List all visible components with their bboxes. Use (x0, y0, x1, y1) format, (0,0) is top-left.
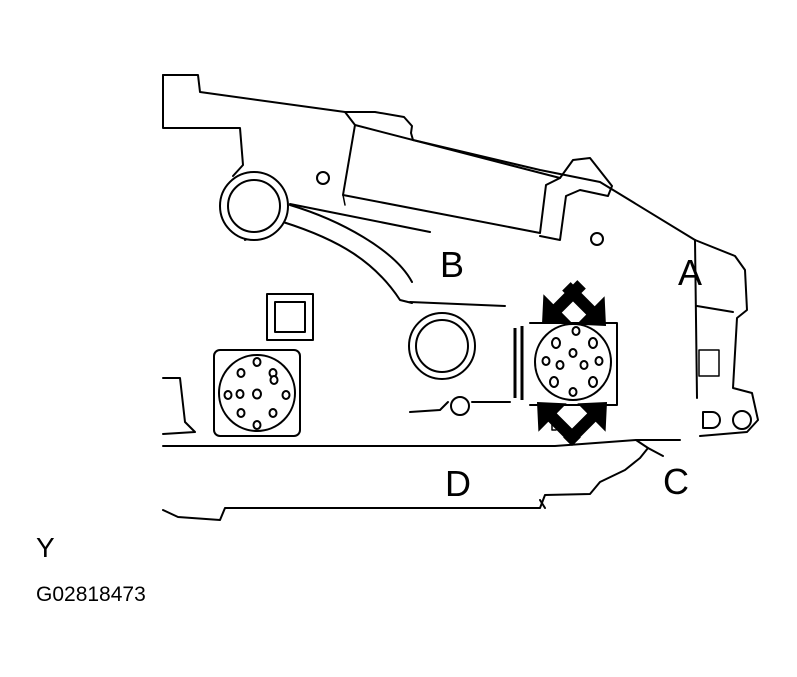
small-hole-right (590, 232, 604, 246)
housing-outline (162, 74, 759, 521)
small-hole-bottom (450, 396, 470, 416)
connector-right (513, 322, 618, 431)
callout-label-a: A (678, 252, 702, 293)
square-socket (266, 293, 314, 341)
large-hole-center (408, 312, 476, 380)
arrow-icon (562, 282, 606, 326)
figure-code: G02818473 (36, 583, 146, 606)
callout-label-d: D (445, 463, 471, 504)
pointer-arrows (537, 280, 607, 446)
view-label: Y (36, 532, 55, 563)
connector-left (213, 349, 301, 437)
callout-label-c: C (663, 461, 689, 502)
small-hole-top (316, 171, 330, 185)
arrow-icon (563, 402, 607, 446)
leader-line-c (635, 439, 664, 457)
callout-label-b: B (440, 244, 464, 285)
small-hole-side (732, 410, 752, 430)
upper-bracket (289, 124, 613, 241)
tab-d-shape (702, 411, 721, 429)
large-hole-left (219, 171, 289, 241)
